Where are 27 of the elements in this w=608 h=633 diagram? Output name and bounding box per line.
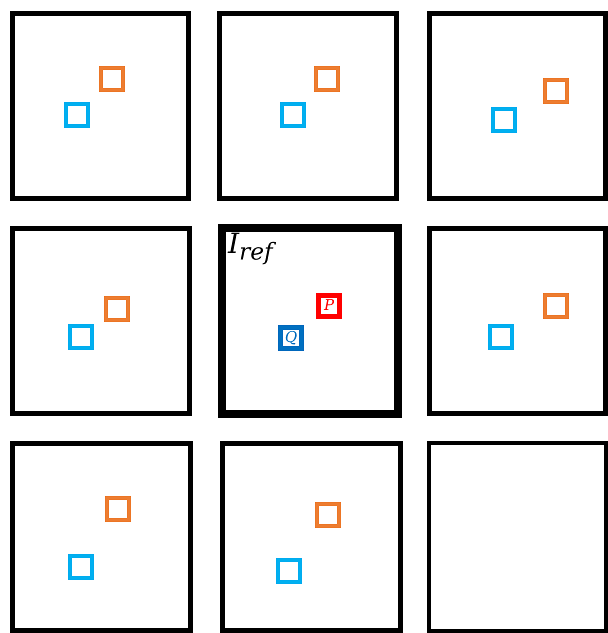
image-panel xyxy=(220,441,403,633)
marker-square xyxy=(104,296,130,322)
image-panel xyxy=(10,226,192,416)
image-panel xyxy=(10,11,191,201)
marker-square xyxy=(315,502,341,528)
labeled-marker-square xyxy=(316,293,342,319)
marker-square xyxy=(68,324,94,350)
image-panel xyxy=(427,441,608,633)
point-label: P xyxy=(322,297,336,314)
marker-square xyxy=(105,496,131,522)
marker-square xyxy=(543,78,569,104)
marker-square xyxy=(99,66,125,92)
image-panel xyxy=(427,226,608,416)
image-panel xyxy=(10,441,193,633)
image-panel xyxy=(427,11,608,201)
marker-square xyxy=(68,554,94,580)
image-panel xyxy=(217,11,399,201)
marker-square xyxy=(488,324,514,350)
marker-square xyxy=(491,107,517,133)
image-panel xyxy=(218,224,402,418)
labeled-marker-square xyxy=(278,325,304,351)
marker-square xyxy=(280,102,306,128)
marker-square xyxy=(543,293,569,319)
point-label: Q xyxy=(284,329,298,346)
marker-square xyxy=(314,66,340,92)
marker-square xyxy=(276,558,302,584)
marker-square xyxy=(64,102,90,128)
